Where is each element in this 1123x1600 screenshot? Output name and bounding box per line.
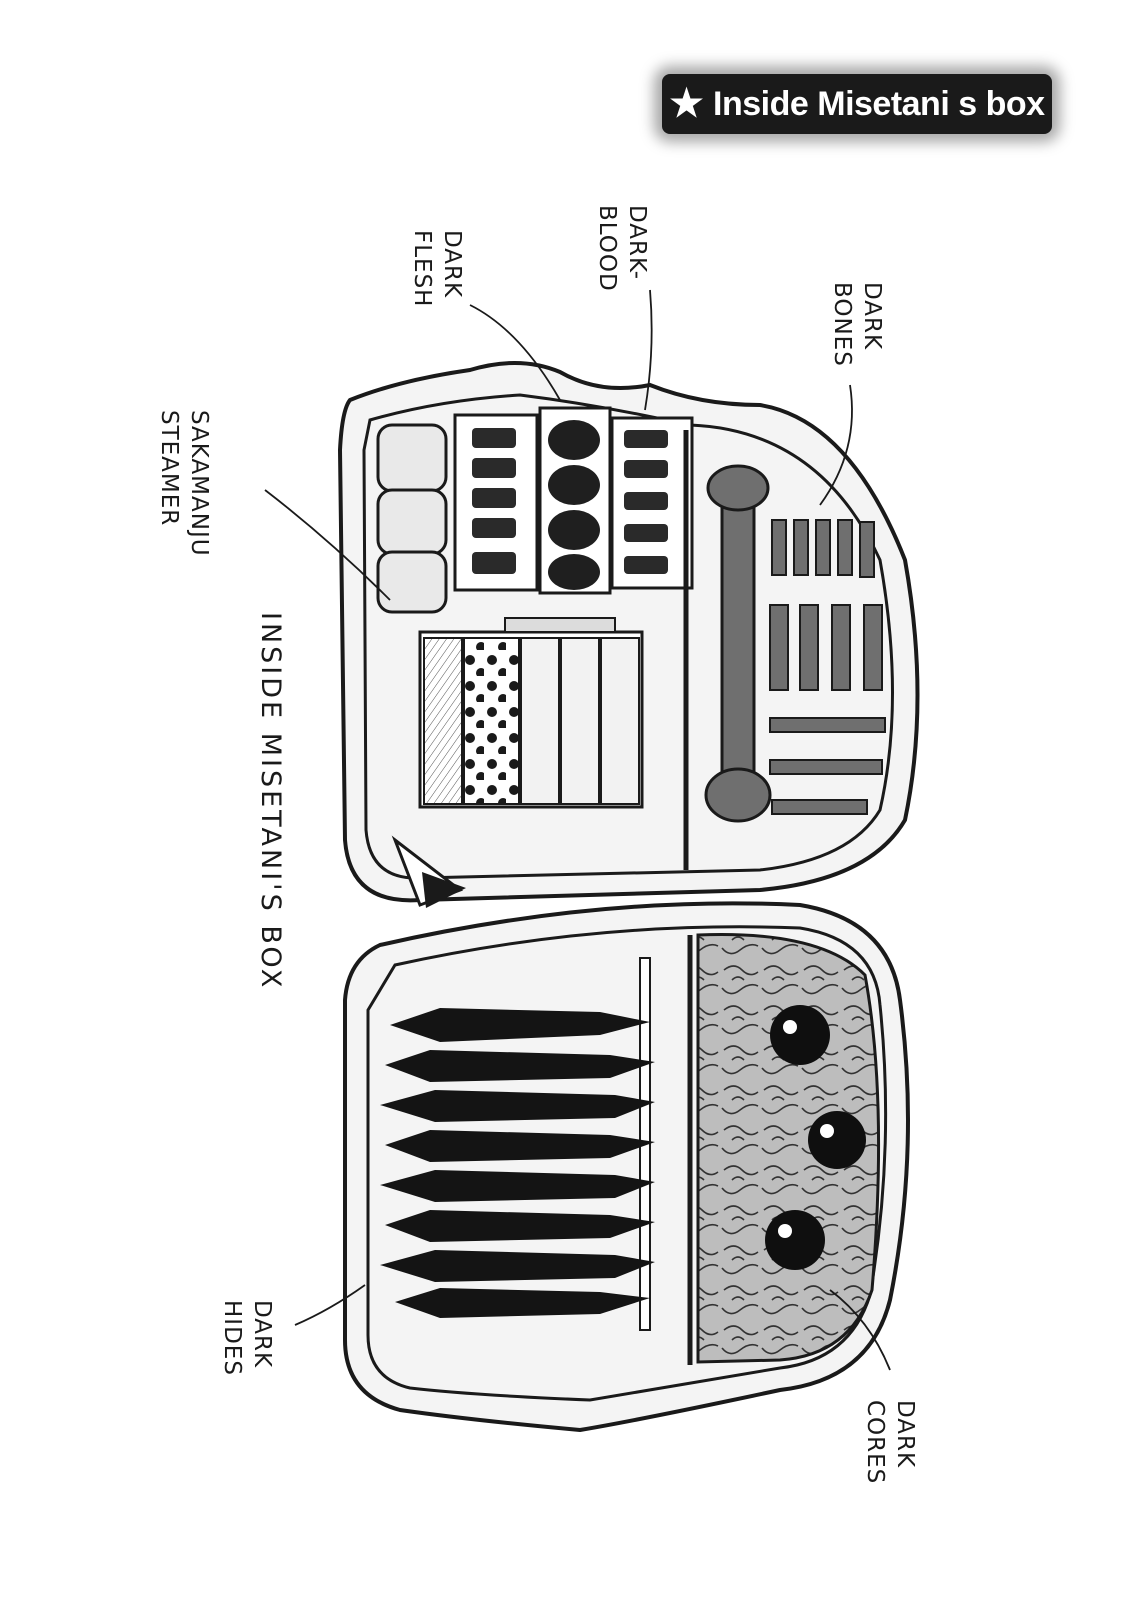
dark-flesh-jars (453, 413, 539, 592)
steamer-body (418, 617, 644, 809)
svg-text:INSIDE MISETANI'S BOX: INSIDE MISETANI'S BOX (255, 612, 286, 990)
dark-flesh-chunks (538, 406, 612, 595)
svg-text:CORES: CORES (862, 1400, 888, 1484)
small-bones (769, 519, 886, 815)
svg-text:DARK-: DARK- (624, 205, 650, 280)
lower-compartment (343, 901, 910, 1433)
label-dark-cores: DARK CORES (862, 1400, 918, 1484)
svg-text:HIDES: HIDES (219, 1300, 245, 1376)
label-sakamanju-steamer: SAKAMANJU STEAMER (156, 410, 212, 557)
page-title: Inside Misetani s box (713, 84, 1045, 123)
leader-lines (264, 289, 891, 1371)
svg-text:FLESH: FLESH (409, 230, 435, 307)
diagram-caption: INSIDE MISETANI'S BOX (255, 612, 286, 990)
upper-compartment (337, 361, 920, 903)
star-icon: ★ (669, 83, 704, 125)
label-dark-blood: DARK- BLOOD (594, 205, 650, 292)
title-badge: ★ Inside Misetani s box (662, 74, 1052, 134)
dark-blood-jars (610, 416, 694, 590)
label-dark-bones: DARK BONES (829, 282, 885, 367)
dark-cores (696, 933, 881, 1364)
sakamanju-steamer (376, 423, 448, 614)
label-dark-flesh: DARK FLESH (409, 230, 465, 307)
svg-text:DARK: DARK (859, 282, 885, 350)
box-hinge (391, 835, 466, 908)
label-dark-hides: DARK HIDES (219, 1300, 275, 1376)
large-bone (704, 464, 772, 823)
svg-text:BLOOD: BLOOD (594, 205, 620, 292)
svg-text:BONES: BONES (829, 282, 855, 367)
svg-text:DARK: DARK (892, 1400, 918, 1468)
svg-text:SAKAMANJU: SAKAMANJU (186, 410, 212, 557)
svg-text:STEAMER: STEAMER (156, 410, 182, 526)
svg-text:DARK: DARK (439, 230, 465, 298)
svg-text:DARK: DARK (249, 1300, 275, 1368)
dark-hides (380, 957, 655, 1331)
